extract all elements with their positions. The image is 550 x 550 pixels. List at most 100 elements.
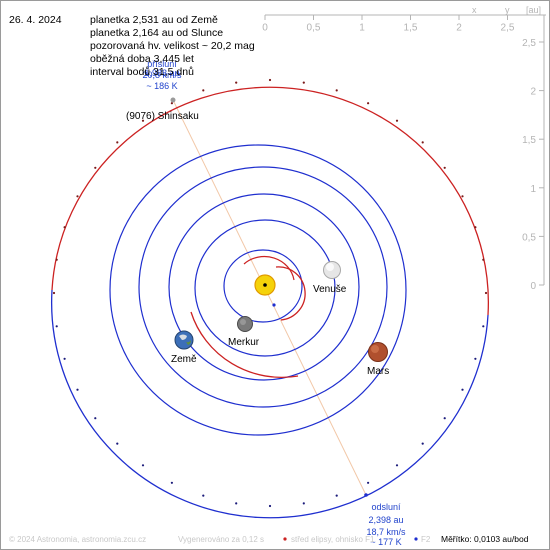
perihelion-title: přísluní — [147, 59, 177, 69]
asteroid-marker[interactable] — [170, 97, 176, 103]
orbit-interval-dot — [474, 357, 477, 360]
orbit-interval-dot — [395, 464, 399, 467]
earth-orbit — [138, 166, 388, 408]
orbit-interval-dot — [335, 89, 338, 92]
orbit-interval-dot — [443, 417, 446, 420]
y-tick-label: 1,5 — [522, 135, 536, 146]
legend-f2-marker — [414, 537, 418, 541]
y-tick-label: 0,5 — [522, 232, 536, 243]
aphelion-marker — [364, 493, 368, 497]
mercury[interactable] — [237, 316, 253, 332]
venus-orbit — [194, 219, 336, 357]
orbit-interval-dot — [367, 481, 370, 484]
orbit-interval-dot — [395, 119, 399, 122]
orbit-interval-dot — [202, 494, 205, 497]
earth-icon — [174, 330, 194, 350]
orbit-interval-dot — [63, 357, 66, 360]
footer: © 2024 Astronomia, astronomia.zcu.cz Vyg… — [9, 534, 529, 544]
perihelion-temperature: ~ 186 K — [146, 81, 177, 91]
earth-orbit-inner — [168, 193, 360, 381]
perihelion-velocity: 20,8 km/s — [142, 70, 182, 80]
asteroid-orbit — [50, 86, 490, 519]
orbit-interval-dot — [302, 81, 305, 84]
orbit-interval-dot — [235, 502, 238, 505]
orbit-interval-dot — [170, 102, 173, 105]
orbit-interval-dot — [76, 195, 79, 198]
x-axis-letter: x — [472, 5, 477, 15]
orbit-interval-dot — [335, 494, 338, 497]
earth[interactable] — [174, 330, 194, 350]
orbit-interval-dot — [484, 291, 488, 295]
orbit-interval-dot — [367, 102, 370, 105]
footer-render-time: Vygenerováno za 0,12 s — [178, 535, 264, 544]
info-panel: planetka 2,531 au od Země planetka 2,164… — [90, 14, 255, 78]
asteroid-orbit-red-arc — [51, 86, 490, 316]
mercury-highlight — [240, 319, 246, 325]
inner-orbit-red-arc — [275, 266, 306, 321]
info-period: oběžná doba 3,445 let — [90, 53, 194, 65]
x-tick-label: 0 — [262, 22, 268, 33]
y-tick-label: 1 — [530, 184, 536, 195]
y-tick-label: 0 — [530, 281, 536, 292]
orbit-interval-dot — [443, 166, 446, 169]
sun-center-dot — [263, 283, 267, 287]
info-interval: interval bodů 31,5 dnů — [90, 66, 194, 78]
info-sun-distance: planetka 2,164 au od Slunce — [90, 27, 223, 39]
info-earth-distance: planetka 2,531 au od Země — [90, 14, 218, 26]
info-magnitude: pozorovaná hv. velikost ~ 20,2 mag — [90, 40, 255, 52]
orbit-interval-dot — [421, 141, 424, 144]
x-tick-label: 1,5 — [404, 22, 418, 33]
orbit-interval-dot — [482, 258, 485, 261]
orbit-interval-dot — [76, 388, 79, 391]
asteroid-name: (9076) Shinsaku — [126, 111, 199, 122]
footer-copyright[interactable]: © 2024 Astronomia, astronomia.zcu.cz — [9, 535, 146, 544]
mercury-orbit-red-arc — [243, 255, 295, 281]
aphelion-temperature: ~ 177 K — [370, 537, 401, 547]
footer-scale: Měřítko: 0,0103 au/bod — [441, 534, 529, 544]
orbit-interval-dot — [268, 78, 272, 82]
orbit-interval-dot — [482, 325, 485, 328]
x-tick-label: 1 — [359, 22, 365, 33]
mars-label: Mars — [367, 366, 389, 377]
orbit-interval-dot — [170, 481, 173, 484]
mars-orbit — [109, 144, 407, 436]
mars-icon — [368, 342, 388, 362]
x-tick-label: 0,5 — [307, 22, 321, 33]
orbit-interval-dot — [94, 417, 97, 420]
orbit-interval-dot — [141, 119, 145, 122]
earth-label: Země — [171, 354, 197, 365]
orbit-interval-dot — [116, 442, 119, 445]
line-of-apsides — [172, 99, 367, 496]
orbit-interval-dot — [94, 166, 97, 169]
aphelion-title: odsluní — [371, 502, 401, 512]
orbit-interval-dots — [52, 78, 488, 508]
earth-cloud — [179, 334, 187, 340]
mars[interactable] — [368, 342, 388, 362]
earth-land — [186, 340, 191, 345]
mars-highlight — [371, 345, 379, 353]
orbit-interval-dot — [202, 89, 205, 92]
orbits — [109, 144, 407, 436]
sun[interactable] — [254, 274, 276, 296]
orbit-interval-dot — [55, 258, 58, 261]
perihelion-distance: 1,933 au — [144, 68, 179, 78]
venus-label: Venuše — [313, 284, 347, 295]
footer-legend-center: střed elipsy, ohnisko F1 — [291, 535, 375, 544]
aphelion-info: odsluní 2,398 au 18,7 km/s ~ 177 K — [366, 502, 406, 547]
y-axis-letter: y — [505, 5, 510, 15]
axis-unit-label: [au] — [526, 5, 541, 15]
orbit-interval-dot — [268, 504, 272, 508]
orbit-interval-dot — [461, 388, 464, 391]
venus[interactable] — [323, 261, 341, 279]
orbit-interval-dot — [302, 502, 305, 505]
orbit-interval-dot — [474, 226, 477, 229]
orbit-interval-dot — [116, 141, 119, 144]
orbit-interval-dot — [63, 226, 66, 229]
mercury-label: Merkur — [228, 337, 260, 348]
orbit-interval-dot — [461, 195, 464, 198]
f2-focus-marker — [272, 303, 276, 307]
x-tick-label: 2 — [456, 22, 462, 33]
y-tick-label: 2 — [530, 87, 536, 98]
